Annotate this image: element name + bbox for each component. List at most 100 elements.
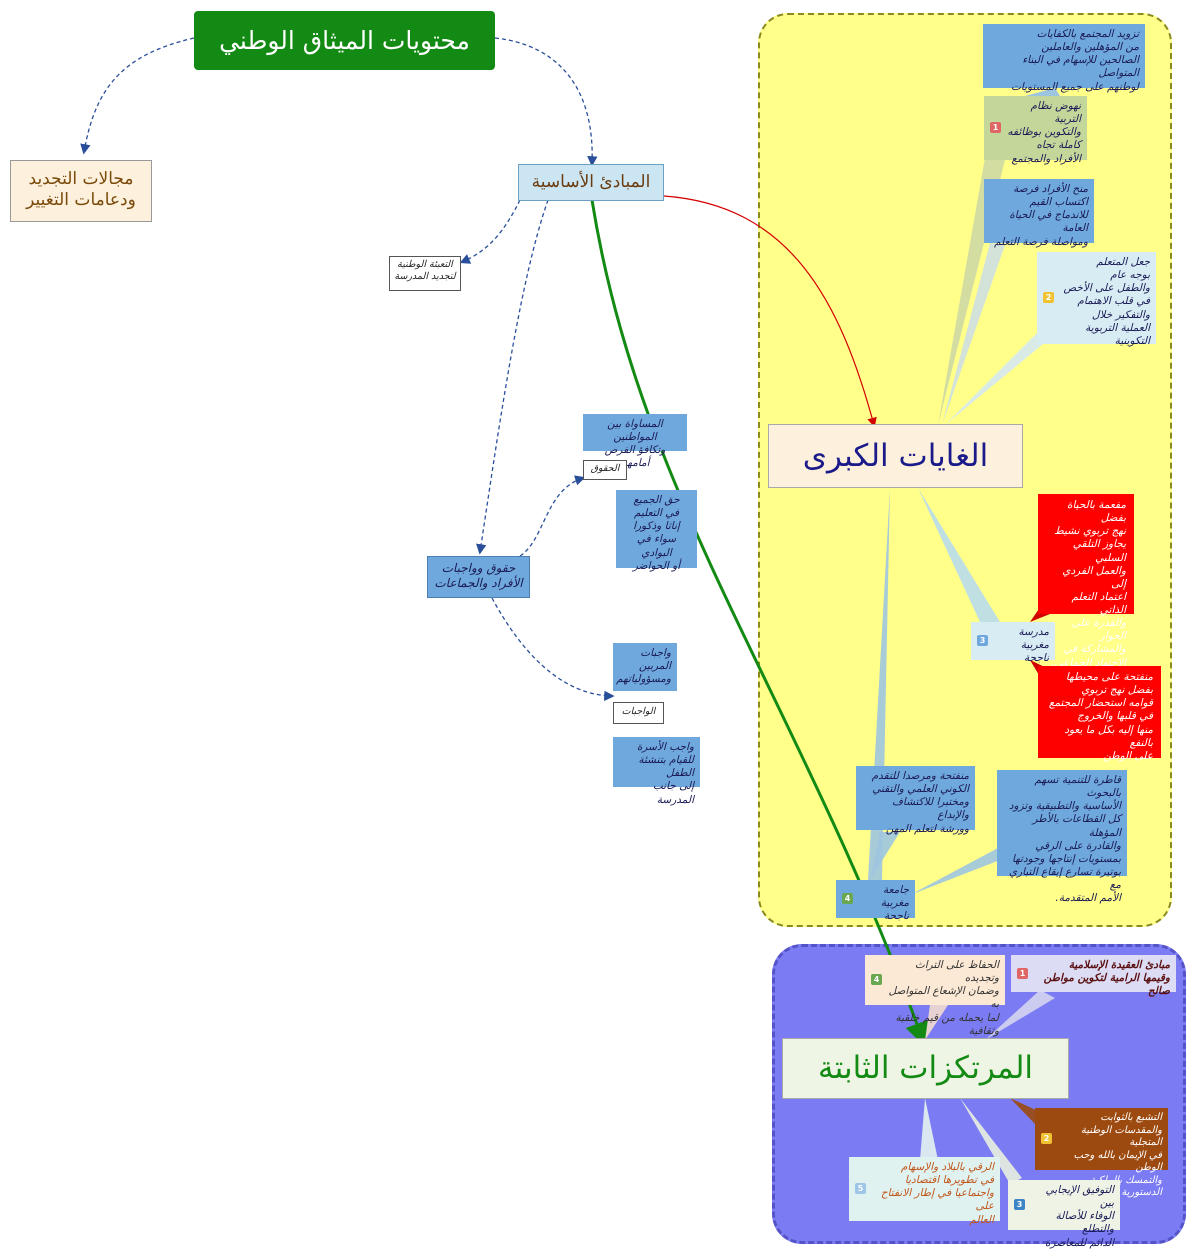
learner-center-line: والطفل على الأخص [1063, 282, 1151, 295]
major-goals-title-text: الغايات الكبرى [802, 437, 989, 474]
school-line: مدرسة مغربية [1018, 626, 1049, 652]
number-badge-icon: 2 [1041, 1133, 1052, 1144]
school-full-line: نهج تربوي نشيط [1054, 525, 1126, 538]
edge-root-renewal [80, 37, 195, 155]
edge-root-principles [494, 37, 598, 167]
supply-line: من المؤهلين والعاملين [1041, 41, 1139, 54]
constants-line: في الإيمان بالله وحب الوطن [1073, 1149, 1162, 1174]
school-open-note[interactable]: منفتحة على محيطها بفضل نهج تربوي قوامه ا… [1038, 666, 1161, 762]
number-badge-icon: 3 [1014, 1199, 1025, 1210]
school-full-line: الاجتهاد الجماعي. [1050, 656, 1126, 669]
learner-center-note[interactable]: 2 جعل المتعلم بوجه عام والطفل على الأخص … [1037, 252, 1156, 347]
educators-duty-line: واجبات [640, 647, 671, 659]
number-badge-icon: 5 [855, 1183, 866, 1194]
opportunity-note[interactable]: منح الأفراد فرصة اكتساب القيم للاندماج ف… [984, 179, 1094, 248]
edge-rd-rights [519, 475, 586, 557]
progress-line: العالم [969, 1213, 994, 1226]
educators-duty-line: ومسؤولياتهم [616, 673, 671, 686]
national-mobilization-node[interactable]: التعبئة الوطنية لتجديد المدرسة [389, 256, 461, 291]
number-badge-icon: 4 [842, 893, 853, 904]
school-full-note[interactable]: مفعمة بالحياة بفضل نهج تربوي نشيط يجاوز … [1038, 494, 1134, 669]
opportunity-line: للاندماج في الحياة العامة [1009, 209, 1088, 235]
supply-line: الصالحين للإسهام في البناء المتواصل [1022, 54, 1139, 80]
educators-duty-line: المربين [638, 660, 671, 673]
university-engine-line: كل القطاعات بالأطر المؤهلة [1032, 813, 1121, 839]
principles-node[interactable]: المبادئ الأساسية [518, 164, 664, 201]
root-title[interactable]: محتويات الميثاق الوطني [194, 11, 495, 70]
heritage-line: وضمان الإشعاع المتواصل به [888, 985, 999, 1011]
learner-center-line: العملية التربوية التكوينية [1085, 321, 1150, 347]
school-full-line: والعمل الفردي إلى [1062, 564, 1126, 590]
principles-title: المبادئ الأساسية [531, 172, 651, 192]
renewal-node[interactable]: مجالات التجديد ودعامات التغيير [10, 160, 152, 222]
rights-duties-line2: الأفراد والجماعات [434, 576, 523, 590]
equality-line2: وتكافؤ الفرص أمامهم [604, 444, 666, 470]
equality-note[interactable]: المساواة بين المواطنين وتكافؤ الفرص أمام… [583, 414, 687, 469]
islam-note[interactable]: 1 مبادئ العقيدة الإسلامية وقيمها الرامية… [1011, 955, 1176, 997]
duties-label-node[interactable]: الواجبات [613, 702, 664, 724]
learner-center-line: بوجه عام [1110, 269, 1150, 282]
family-duty-line: للقيام بتنشئة الطفل [638, 754, 694, 780]
school-full-line: اعتماد التعلم الذاتي [1071, 590, 1126, 616]
education-right-note[interactable]: حق الجميع في التعليم إناثا وذكورا سواء ف… [616, 490, 697, 572]
islam-line: مبادئ العقيدة الإسلامية [1068, 959, 1170, 971]
progress-line: في تطويرها اقتصاديا [904, 1174, 994, 1187]
harmony-line: التوفيق الإيجابي بين [1045, 1184, 1114, 1210]
renaissance-line: الأفراد والمجتمع [1011, 152, 1081, 165]
school-open-line: بفضل نهج تربوي [1081, 684, 1153, 697]
root-title-text: محتويات الميثاق الوطني [219, 25, 470, 55]
constants-line: والمقدسات الوطنية المتجلية [1080, 1124, 1162, 1149]
rights-label: الحقوق [590, 463, 620, 474]
educators-duty-note[interactable]: واجبات المربين ومسؤولياتهم [613, 643, 677, 691]
equality-line1: المساواة بين المواطنين [607, 418, 663, 444]
university-line: جامعة مغربية [880, 884, 909, 910]
family-duty-line: إلى جانب المدرسة [652, 780, 694, 806]
national-mobilization-line2: لتجديد المدرسة [394, 270, 456, 282]
constants-note[interactable]: 2 التشبع بالثوابت والمقدسات الوطنية المت… [1035, 1108, 1168, 1198]
school-full-line: والقدرة على الحوار [1071, 617, 1126, 643]
university-engine-line: والقادرة على الرقي [1035, 839, 1121, 852]
education-right-line: حق الجميع [633, 494, 680, 506]
edge-principles-mobilization [459, 199, 521, 264]
duties-label: الواجبات [621, 706, 656, 717]
university-note[interactable]: 4 جامعة مغربية ناجحة [836, 880, 915, 922]
rights-label-node[interactable]: الحقوق [583, 460, 627, 480]
progress-line: واجتماعيا في إطار الانفتاح على [880, 1187, 994, 1213]
number-badge-icon: 3 [977, 635, 988, 646]
supply-note[interactable]: تزويد المجتمع بالكفايات من المؤهلين والع… [983, 24, 1145, 93]
major-goals-title[interactable]: الغايات الكبرى [768, 424, 1023, 488]
school-open-line: قوامه استحضار المجتمع [1048, 697, 1153, 710]
harmony-line: الدائم للمعاصرة [1044, 1236, 1114, 1249]
rights-duties-node[interactable]: حقوق وواجبات الأفراد والجماعات [427, 556, 530, 598]
heritage-note[interactable]: 4 الحفاظ على التراث وتجديده وضمان الإشعا… [865, 955, 1005, 1037]
school-full-line: يجاوز التلقي السلبي [1072, 538, 1126, 564]
number-badge-icon: 1 [990, 122, 1001, 133]
number-badge-icon: 2 [1043, 292, 1054, 303]
heritage-line: لما يحمله من قيم خلقية وثقافية [895, 1011, 999, 1037]
renaissance-note[interactable]: 1 نهوض نظام التربية والتكوين بوظائفه كام… [984, 96, 1087, 165]
education-right-line: إناثا وذكورا [633, 520, 680, 533]
university-engine-line: الأساسية والتطبيقية وتزود [1008, 800, 1121, 813]
university-engine-line: قاطرة للتنمية تسهم بالبحوث [1034, 774, 1121, 800]
number-badge-icon: 1 [1017, 967, 1028, 979]
education-right-line: في التعليم [633, 507, 680, 520]
national-mobilization-line1: التعبئة الوطنية [397, 259, 453, 270]
family-duty-line: واجب الأسرة [636, 741, 694, 753]
family-duty-note[interactable]: واجب الأسرة للقيام بتنشئة الطفل إلى جانب… [613, 737, 700, 806]
supply-line: لوطنهم على جميع المستويات [1011, 80, 1139, 93]
progress-line: الرقي بالبلاد والإسهام [900, 1161, 994, 1173]
islam-line: وقيمها الرامية لتكوين مواطن صالح [1043, 972, 1170, 998]
harmony-line: الوفاء للأصالة والتطلع [1055, 1210, 1114, 1236]
learner-center-line: في قلب الاهتمام [1077, 295, 1150, 308]
school-note[interactable]: 3 مدرسة مغربية ناجحة [971, 622, 1055, 664]
opportunity-line: منح الأفراد فرصة [1013, 183, 1088, 195]
school-open-line: في قلبها والخروج [1077, 710, 1153, 723]
learner-center-line: جعل المتعلم [1096, 256, 1150, 268]
harmony-note[interactable]: 3 التوفيق الإيجابي بين الوفاء للأصالة وا… [1008, 1180, 1120, 1249]
progress-note[interactable]: 5 الرقي بالبلاد والإسهام في تطويرها اقتص… [849, 1157, 1000, 1226]
fixed-pillars-title[interactable]: المرتكزات الثابتة [782, 1038, 1069, 1099]
university-open-note[interactable]: منفتحة ومرصدا للتقدم الكوني العلمي والتق… [856, 766, 975, 835]
university-engine-note[interactable]: قاطرة للتنمية تسهم بالبحوث الأساسية والت… [997, 770, 1127, 904]
opportunity-line: ومواصلة فرصة التعلم [994, 235, 1088, 248]
fixed-pillars-title-text: المرتكزات الثابتة [817, 1050, 1034, 1087]
